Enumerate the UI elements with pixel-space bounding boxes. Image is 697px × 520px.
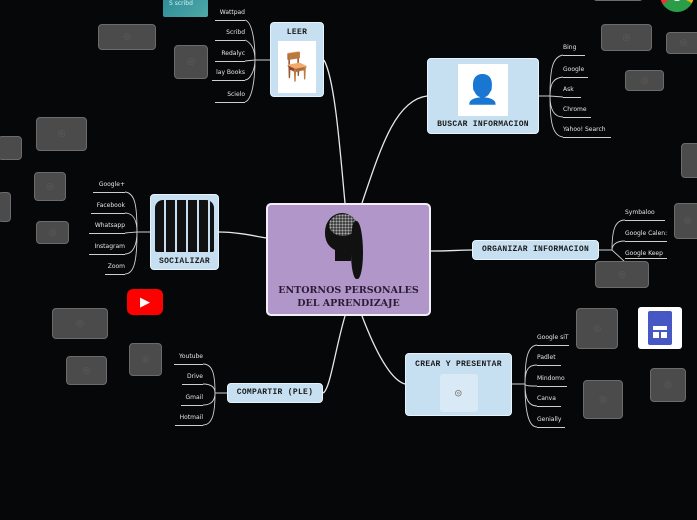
image-placeholder: ◎ — [625, 70, 664, 91]
woman-reading-silhouette-icon: 🪑 — [278, 41, 316, 93]
branch-socializar[interactable]: SOCIALIZAR — [150, 194, 219, 270]
central-title-line1: ENTORNOS PERSONALES — [278, 285, 419, 296]
branch-label: LEER — [286, 28, 308, 37]
leaf-genially[interactable]: Genially — [537, 416, 565, 428]
image-placeholder — [0, 192, 11, 222]
leaf-youtube[interactable]: Youtube — [174, 353, 203, 365]
leaf-zoom[interactable]: Zoom — [105, 263, 125, 275]
branch-organizar-informacion[interactable]: ORGANIZAR INFORMACION — [472, 240, 599, 260]
image-placeholder: ◎ — [36, 117, 87, 151]
branch-label: SOCIALIZAR — [158, 257, 210, 266]
woman-brain-silhouette-icon — [323, 211, 375, 281]
central-topic[interactable]: ENTORNOS PERSONALES DEL APRENDIZAJE — [266, 203, 431, 316]
branch-label: COMPARTIR (PLE) — [236, 388, 314, 397]
youtube-icon: ▶ — [127, 289, 163, 315]
branch-compartir-ple[interactable]: COMPARTIR (PLE) — [227, 383, 323, 403]
leaf-symbaloo[interactable]: Symbaloo — [625, 209, 665, 221]
leaf-yahoo-search[interactable]: Yahoo! Search — [563, 126, 611, 138]
leaf-wattpad[interactable]: Wattpad — [215, 9, 245, 21]
leaf-google-sites[interactable]: Google siT — [537, 334, 569, 346]
image-placeholder: ◎ — [34, 172, 66, 201]
image-placeholder: ◎ — [666, 32, 697, 54]
leaf-bing[interactable]: Bing — [563, 44, 585, 56]
image-placeholder: ◎ — [583, 380, 623, 419]
image-placeholder: ◎ — [66, 356, 107, 385]
scribd-thumbnail: S scribd — [163, 0, 208, 17]
image-placeholder: ◎ — [650, 368, 686, 402]
image-placeholder: ◎ — [601, 24, 652, 51]
leaf-scielo[interactable]: Scielo — [215, 91, 245, 103]
image-placeholder: ◎ — [595, 261, 649, 288]
image-placeholder — [0, 136, 22, 160]
leaf-scribd[interactable]: Scribd — [215, 29, 245, 41]
image-placeholder: ◎ — [52, 308, 108, 339]
leaf-gmail[interactable]: Gmail — [181, 394, 203, 406]
central-title-line2: DEL APRENDIZAJE — [297, 298, 400, 309]
branch-crear-presentar[interactable]: CREAR Y PRESENTAR ◎ — [405, 353, 512, 416]
leaf-canva[interactable]: Canva — [537, 395, 561, 407]
leaf-padlet[interactable]: Padlet — [537, 354, 561, 366]
leaf-redalyc[interactable]: Redalyc — [215, 50, 245, 62]
leaf-whatsapp[interactable]: Whatsapp — [89, 222, 125, 234]
leaf-google[interactable]: Google — [563, 66, 588, 78]
google-sites-icon — [638, 307, 682, 349]
leaf-google-keep[interactable]: Google Keep — [625, 250, 667, 259]
image-placeholder: ◎ — [36, 221, 69, 244]
camera-icon: ◎ — [439, 374, 478, 412]
group-silhouette-icon — [155, 200, 214, 252]
leaf-hotmail[interactable]: Hotmail — [175, 414, 203, 426]
image-placeholder: ◎ — [174, 45, 208, 79]
image-placeholder — [681, 143, 697, 178]
leaf-ask[interactable]: Ask — [563, 86, 581, 98]
woman-laptop-silhouette-icon: 👤 — [458, 64, 508, 116]
leaf-instagram[interactable]: Instagram — [89, 243, 125, 255]
image-placeholder — [593, 0, 643, 1]
branch-buscar-informacion[interactable]: 👤 BUSCAR INFORMACION — [427, 58, 539, 134]
branch-label: CREAR Y PRESENTAR — [415, 360, 502, 369]
leaf-drive[interactable]: Drive — [182, 373, 203, 385]
branch-leer[interactable]: LEER 🪑 — [270, 22, 324, 97]
chrome-icon — [660, 0, 694, 12]
leaf-play-books[interactable]: lay Books — [212, 69, 245, 81]
image-placeholder: ◎ — [129, 343, 162, 376]
leaf-mindomo[interactable]: Mindomo — [537, 375, 567, 387]
image-placeholder: ◎ — [674, 203, 697, 239]
leaf-google-calendar[interactable]: Google Calen: — [625, 230, 667, 242]
leaf-chrome[interactable]: Chrome — [563, 106, 591, 118]
leaf-google-plus[interactable]: Google+ — [93, 181, 125, 193]
branch-label: BUSCAR INFORMACION — [437, 120, 529, 129]
image-placeholder: ◎ — [98, 24, 156, 50]
leaf-facebook[interactable]: Facebook — [91, 202, 125, 214]
image-placeholder: ◎ — [576, 308, 618, 349]
branch-label: ORGANIZAR INFORMACION — [481, 245, 590, 254]
